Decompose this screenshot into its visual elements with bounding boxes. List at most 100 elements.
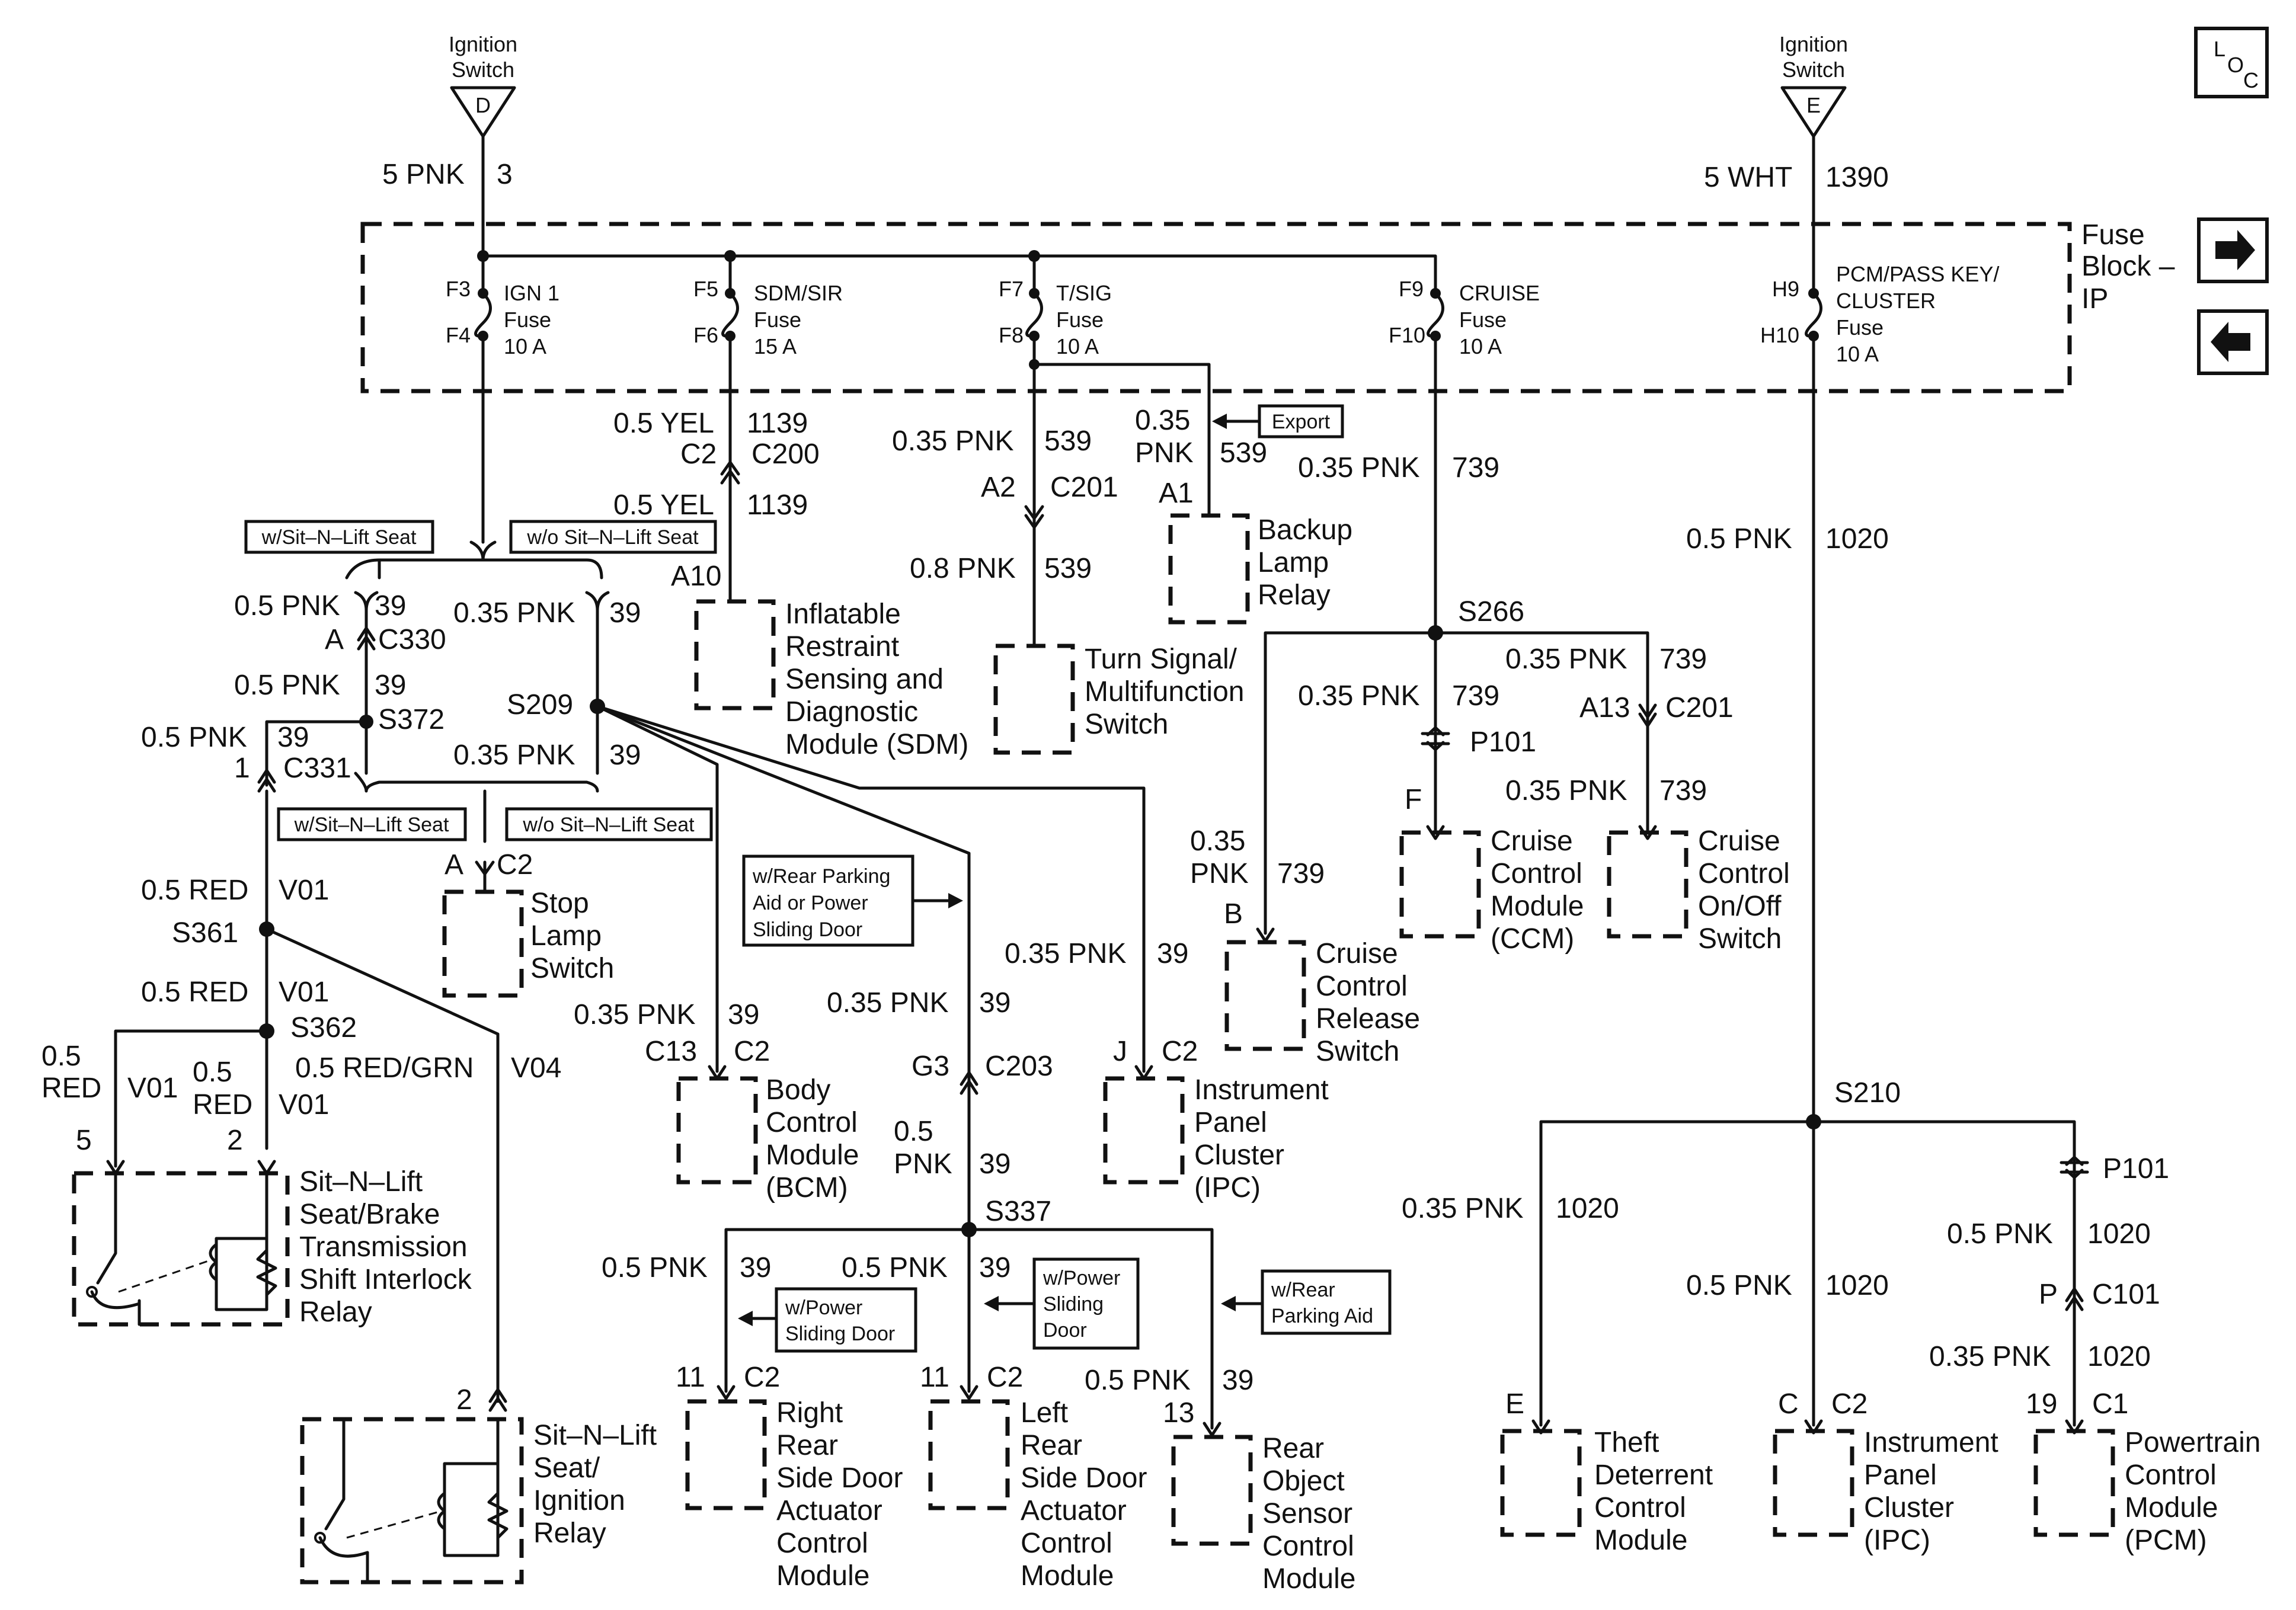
component-theft-deterrent[interactable]: Theft Deterrent Control Module (1500, 1427, 1713, 1556)
svg-text:5: 5 (76, 1125, 92, 1156)
svg-text:39: 39 (375, 590, 406, 622)
svg-text:Module: Module (2125, 1492, 2218, 1523)
svg-text:0.5: 0.5 (41, 1041, 81, 1072)
svg-text:Actuator: Actuator (1021, 1495, 1127, 1526)
nav-back-button[interactable] (2197, 309, 2269, 375)
svg-text:C331: C331 (283, 753, 351, 784)
svg-text:Cluster: Cluster (1194, 1140, 1284, 1171)
svg-text:0.5 PNK: 0.5 PNK (842, 1252, 948, 1283)
svg-text:39: 39 (375, 670, 406, 701)
component-ccm[interactable]: Cruise Control Module (CCM) (1399, 825, 1584, 955)
svg-text:11: 11 (676, 1362, 705, 1393)
svg-text:Sit–N–Lift: Sit–N–Lift (299, 1166, 423, 1198)
svg-text:C: C (1778, 1388, 1799, 1420)
svg-text:A10: A10 (671, 561, 721, 592)
svg-text:Module: Module (1021, 1560, 1114, 1592)
svg-text:E: E (1505, 1388, 1524, 1420)
component-cruise-onoff-switch[interactable]: Cruise Control On/Off Switch (1607, 825, 1790, 955)
arrow-left-icon (2211, 322, 2250, 362)
svg-text:0.35 PNK: 0.35 PNK (574, 999, 695, 1030)
fuse-ign1: F3 F4 IGN 1 Fuse 10 A (446, 277, 559, 359)
svg-text:Transmission: Transmission (299, 1231, 468, 1263)
terminal-e: E (1806, 93, 1821, 117)
svg-text:Sliding Door: Sliding Door (785, 1323, 895, 1345)
component-sit-n-lift-ignition-relay[interactable]: Sit–N–Lift Seat/ Ignition Relay (300, 1417, 657, 1585)
svg-text:C330: C330 (378, 624, 446, 655)
component-sit-n-lift-brake-relay[interactable]: Sit–N–Lift Seat/Brake Transmission Shift… (72, 1166, 472, 1328)
svg-text:Door: Door (1043, 1319, 1087, 1342)
svg-text:39: 39 (1157, 938, 1188, 969)
svg-text:B: B (1224, 898, 1243, 930)
component-cruise-release-switch[interactable]: Cruise Control Release Switch (1224, 938, 1420, 1067)
svg-text:Module: Module (1594, 1525, 1687, 1556)
svg-text:w/Power: w/Power (785, 1297, 862, 1319)
svg-text:Fuse: Fuse (1836, 315, 1884, 340)
svg-text:0.5 PNK: 0.5 PNK (602, 1252, 708, 1283)
svg-text:Stop: Stop (530, 888, 589, 919)
terminal-d: D (475, 93, 491, 117)
svg-text:0.5 RED: 0.5 RED (141, 977, 248, 1008)
svg-text:Switch: Switch (530, 953, 614, 984)
svg-text:C13: C13 (645, 1036, 697, 1067)
tag-power-sliding-left: w/Power Sliding Door (984, 1257, 1140, 1350)
component-ipc-2[interactable]: Instrument Panel Cluster (IPC) (1773, 1427, 1998, 1556)
svg-text:Rear: Rear (1262, 1433, 1324, 1464)
svg-text:Switch: Switch (1698, 923, 1782, 955)
svg-text:S337: S337 (985, 1196, 1051, 1227)
svg-text:Diagnostic: Diagnostic (785, 696, 918, 728)
svg-text:539: 539 (1044, 425, 1092, 457)
svg-text:0.5 RED/GRN: 0.5 RED/GRN (295, 1052, 474, 1084)
svg-text:13: 13 (1163, 1397, 1194, 1429)
svg-text:P101: P101 (1470, 726, 1536, 758)
svg-text:Turn Signal/: Turn Signal/ (1085, 644, 1237, 675)
svg-text:C2: C2 (744, 1362, 780, 1393)
svg-text:Control: Control (1594, 1492, 1686, 1523)
svg-text:S362: S362 (290, 1012, 357, 1044)
component-backup-lamp-relay[interactable]: Backup Lamp Relay (1168, 513, 1352, 625)
nav-forward-button[interactable] (2197, 217, 2269, 283)
svg-text:Control: Control (1316, 971, 1408, 1002)
svg-text:Fuse: Fuse (1459, 308, 1507, 332)
component-pcm[interactable]: Powertrain Control Module (PCM) (2033, 1427, 2260, 1556)
svg-text:Instrument: Instrument (1864, 1427, 1998, 1458)
svg-text:39: 39 (979, 987, 1011, 1019)
svg-text:Fuse: Fuse (1056, 308, 1104, 332)
svg-text:Cluster: Cluster (1864, 1492, 1954, 1523)
component-bcm[interactable]: Body Control Module (BCM) (676, 1074, 859, 1204)
svg-text:V01: V01 (279, 1089, 329, 1121)
svg-text:Fuse: Fuse (504, 308, 551, 332)
svg-text:C2: C2 (987, 1362, 1023, 1393)
component-rear-object-sensor[interactable]: Rear Object Sensor Control Module (1171, 1433, 1355, 1595)
svg-text:0.5 YEL: 0.5 YEL (613, 489, 714, 521)
svg-text:10 A: 10 A (1459, 334, 1502, 359)
svg-text:(IPC): (IPC) (1864, 1525, 1930, 1556)
wire-5wht: 5 WHT (1704, 162, 1792, 193)
svg-text:1020: 1020 (2087, 1218, 2151, 1250)
svg-text:Sensor: Sensor (1262, 1498, 1352, 1529)
component-turn-signal-switch[interactable]: Turn Signal/ Multifunction Switch (993, 644, 1244, 755)
svg-text:11: 11 (920, 1362, 949, 1393)
component-ipc-1[interactable]: Instrument Panel Cluster (IPC) (1103, 1074, 1329, 1204)
component-sdm[interactable]: Inflatable Restraint Sensing and Diagnos… (694, 598, 968, 760)
component-stop-lamp-switch[interactable]: Stop Lamp Switch (442, 888, 614, 998)
svg-text:V04: V04 (511, 1052, 561, 1084)
svg-text:F7: F7 (999, 277, 1024, 301)
ignition-label-1: Ignition (449, 32, 517, 56)
svg-text:Control: Control (2125, 1459, 2217, 1491)
svg-text:w/Rear Parking: w/Rear Parking (752, 865, 890, 888)
svg-text:A: A (325, 624, 344, 655)
svg-text:Right: Right (776, 1397, 843, 1429)
svg-text:C203: C203 (985, 1051, 1053, 1082)
svg-text:T/SIG: T/SIG (1056, 281, 1112, 305)
svg-text:0.35 PNK: 0.35 PNK (1505, 644, 1627, 675)
svg-text:C2: C2 (497, 849, 533, 881)
svg-text:Cruise: Cruise (1316, 938, 1398, 969)
component-left-rear-door-actuator[interactable]: Left Rear Side Door Actuator Control Mod… (928, 1397, 1147, 1592)
loc-icon[interactable]: L O C (2194, 27, 2269, 98)
ignition-terminal-d-icon (450, 86, 516, 138)
svg-text:Module (SDM): Module (SDM) (785, 729, 968, 760)
svg-text:Lamp: Lamp (530, 920, 602, 952)
svg-text:w/o Sit–N–Lift Seat: w/o Sit–N–Lift Seat (526, 526, 699, 549)
svg-text:Ignition: Ignition (533, 1485, 625, 1516)
component-right-rear-door-actuator[interactable]: Right Rear Side Door Actuator Control Mo… (685, 1397, 903, 1592)
